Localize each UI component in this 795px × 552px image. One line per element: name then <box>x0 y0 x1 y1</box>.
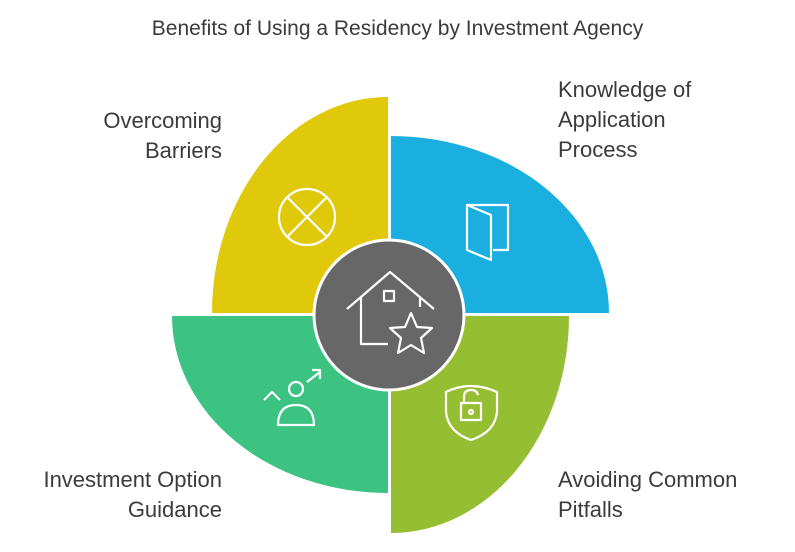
person-growth-icon <box>263 368 322 427</box>
label-investment-guidance: Investment Option Guidance <box>43 465 222 525</box>
circle-x-icon <box>277 187 337 247</box>
shield-lock-icon <box>444 384 499 442</box>
label-line: Avoiding Common <box>558 467 738 492</box>
label-knowledge: Knowledge of Application Process <box>558 75 691 165</box>
label-line: Guidance <box>127 497 222 522</box>
label-line: Investment Option <box>43 467 222 492</box>
center-circle <box>312 238 466 392</box>
diagram-title: Benefits of Using a Residency by Investm… <box>151 17 644 40</box>
label-line: Barriers <box>144 138 222 163</box>
label-line: Application <box>558 107 666 132</box>
house-star-icon <box>346 270 435 355</box>
label-line: Pitfalls <box>558 497 623 522</box>
label-line: Knowledge of <box>558 77 692 102</box>
label-pitfalls: Avoiding Common Pitfalls <box>558 465 737 525</box>
label-line: Overcoming <box>103 108 222 133</box>
folder-icon <box>465 203 510 262</box>
label-line: Process <box>558 137 638 162</box>
label-overcoming-barriers: Overcoming Barriers <box>103 106 222 166</box>
